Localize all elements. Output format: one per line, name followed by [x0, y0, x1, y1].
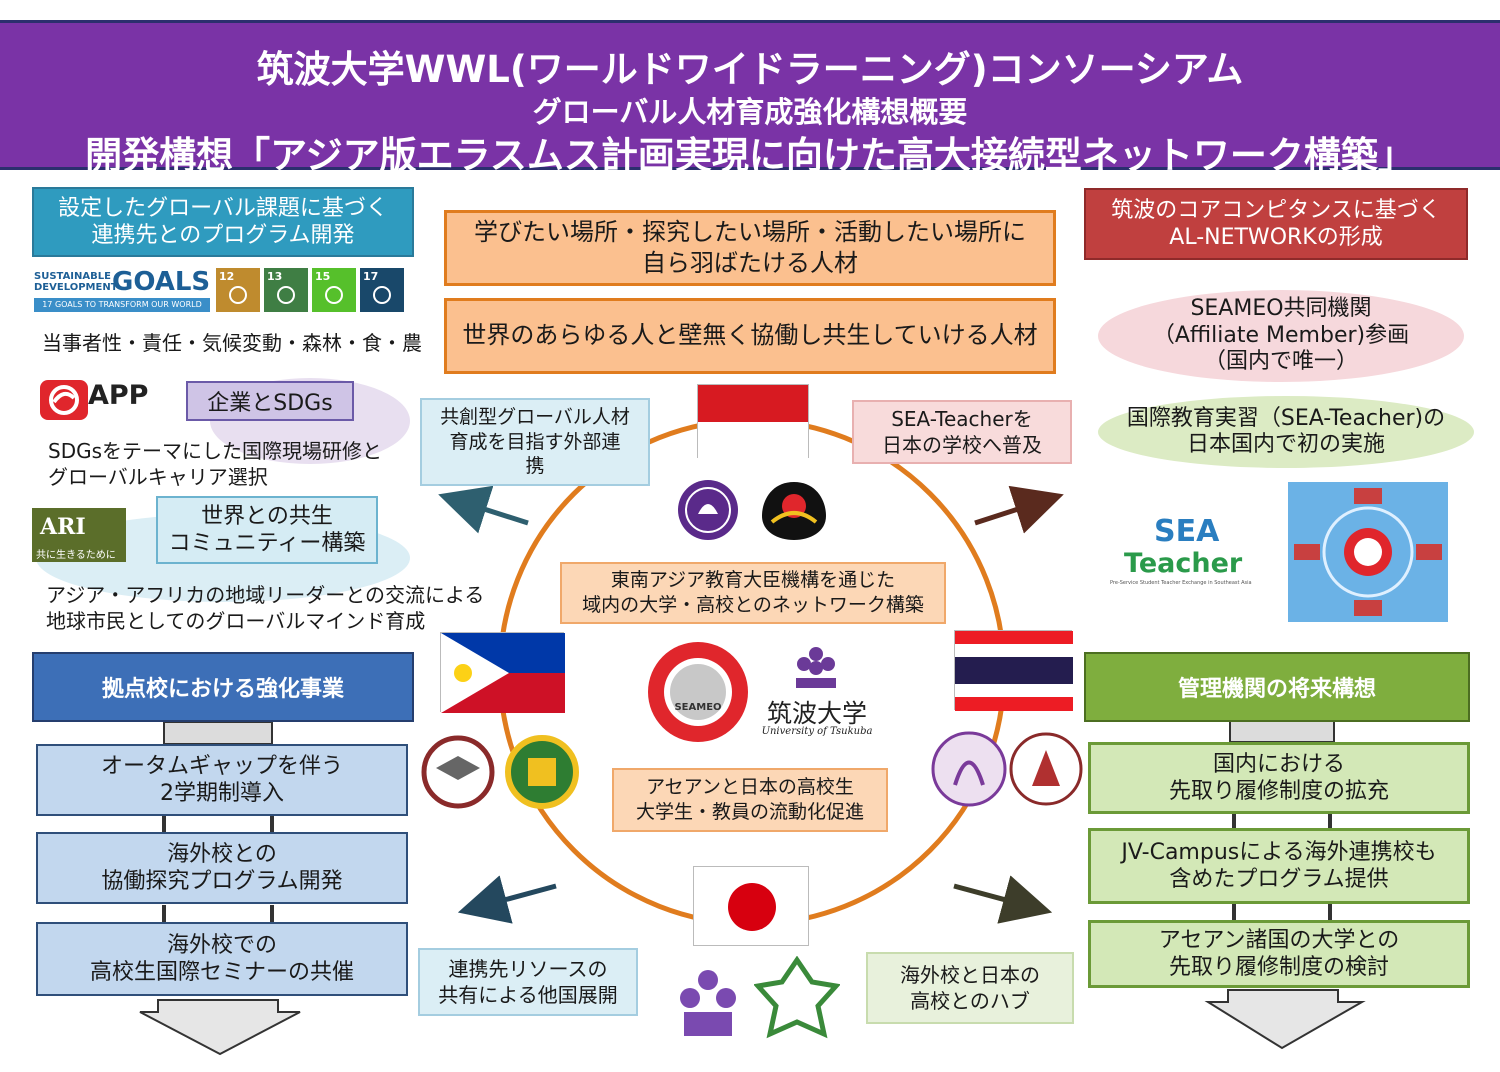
indonesia-flag-icon [697, 384, 809, 458]
ellipse-sea-teacher: 国際教育実習（SEA-Teacher)の 日本国内で初の実施 [1098, 396, 1474, 468]
arrow-bottom-left [457, 875, 557, 924]
sdg-goal-12-icon: 12 [216, 268, 260, 312]
labschool-logo-icon [676, 476, 740, 544]
thailand-school-logo-1-icon [930, 730, 1008, 808]
left-heading: 設定したグローバル課題に基づく 連携先とのプログラム開発 [32, 187, 414, 257]
right-step-2: JV-Campusによる海外連携校も 含めたプログラム提供 [1088, 828, 1470, 904]
sdg-goal-15-icon: 15 [312, 268, 356, 312]
tsukuba-name-en: University of Tsukuba [761, 726, 873, 737]
upi-logo-icon [758, 476, 830, 544]
note-bottom-right: 海外校と日本の 高校とのハブ [866, 952, 1074, 1024]
title-line-2: グローバル人材育成強化構想概要 [532, 95, 968, 129]
down-arrow-right [1204, 989, 1366, 1050]
sea-teacher-logo: SEA Teacher Pre-Service Student Teacher … [1110, 514, 1252, 586]
left-step-1: オータムギャップを伴う 2学期制導入 [36, 744, 408, 816]
sdg-goal-13-icon: 13 [264, 268, 308, 312]
title-banner: 筑波大学WWL(ワールドワイドラーニング)コンソーシアム グローバル人材育成強化… [0, 20, 1500, 177]
seameo-network-graphic [1288, 482, 1448, 622]
app-logo-icon [40, 380, 88, 420]
sdg-goal-17-icon: 17 [360, 268, 404, 312]
left-step-2: 海外校との 協働探究プログラム開発 [36, 832, 408, 904]
ring-network-box: 東南アジア教育大臣機構を通じた 域内の大学・高校とのネットワーク構築 [560, 562, 946, 624]
title-line-3: 開発構想「アジア版エラスムス計画実現に向けた高大接続型ネットワーク構築」 [85, 134, 1415, 177]
note-top-left: 共創型グローバル人材 育成を目指す外部連 携 [420, 398, 650, 486]
arrow-bottom-right [953, 875, 1053, 924]
seameo-logo-icon: SEAMEO [646, 640, 750, 744]
right-heading: 筑波のコアコンピタンスに基づく AL-NETWORKの形成 [1084, 188, 1468, 260]
ellipse-seameo-affiliate: SEAMEO共同機関 （Affiliate Member)参画 （国内で唯一） [1098, 290, 1464, 382]
japan-school-logo-2-icon [753, 955, 841, 1044]
topics-text: 当事者性・責任・気候変動・森林・食・農 [42, 331, 422, 355]
right-step-1: 国内における 先取り履修制度の拡充 [1088, 742, 1470, 814]
goal-box-1: 学びたい場所・探究したい場所・活動したい場所に 自ら羽ばたける人材 [444, 210, 1056, 286]
thailand-school-logo-2-icon [1008, 730, 1084, 808]
network-ring [497, 417, 1007, 927]
note-bottom-left: 連携先リソースの 共有による他国展開 [418, 948, 638, 1016]
arrow-top-right [974, 485, 1064, 534]
philippines-school-logo-1-icon [416, 734, 500, 810]
philippines-flag-icon [440, 632, 565, 713]
desc-corporate-sdgs: SDGsをテーマにした国際現場研修と グローバルキャリア選択 [48, 439, 383, 489]
title-line-1: 筑波大学WWL(ワールドワイドラーニング)コンソーシアム [256, 48, 1244, 91]
goal-box-2: 世界のあらゆる人と壁無く協働し共生していける人材 [444, 298, 1056, 374]
app-logo-text: APP [88, 380, 149, 411]
tsukuba-crest-icon [786, 640, 846, 692]
right-step-3: アセアン諸国の大学との 先取り履修制度の検討 [1088, 920, 1470, 988]
pill-coexistence: 世界との共生 コミュニティー構築 [156, 496, 378, 564]
japan-school-logo-1-icon [666, 960, 750, 1044]
pill-corporate-sdgs: 企業とSDGs [186, 381, 354, 421]
left-step-3: 海外校での 高校生国際セミナーの共催 [36, 922, 408, 996]
ring-mobility-box: アセアンと日本の高校生 大学生・教員の流動化促進 [612, 768, 888, 832]
note-top-right: SEA-Teacherを 日本の学校へ普及 [852, 400, 1072, 464]
bottom-left-heading: 拠点校における強化事業 [32, 652, 414, 722]
arrow-top-left [438, 485, 529, 534]
down-arrow-left [139, 999, 301, 1056]
desc-coexistence: アジア・アフリカの地域リーダーとの交流による 地球市民としてのグローバルマインド… [46, 583, 485, 633]
japan-flag-icon [693, 866, 809, 946]
ari-logo: ARI 共に生きるために [32, 508, 126, 562]
tsukuba-name-jp: 筑波大学 [766, 699, 867, 728]
bottom-right-heading: 管理機関の将来構想 [1084, 652, 1470, 722]
thailand-flag-icon [954, 630, 1073, 711]
sdg-logo: SUSTAINABLE DEVELOPMENT GOALS 17 GOALS T… [34, 268, 210, 312]
philippines-school-logo-2-icon [502, 734, 582, 810]
